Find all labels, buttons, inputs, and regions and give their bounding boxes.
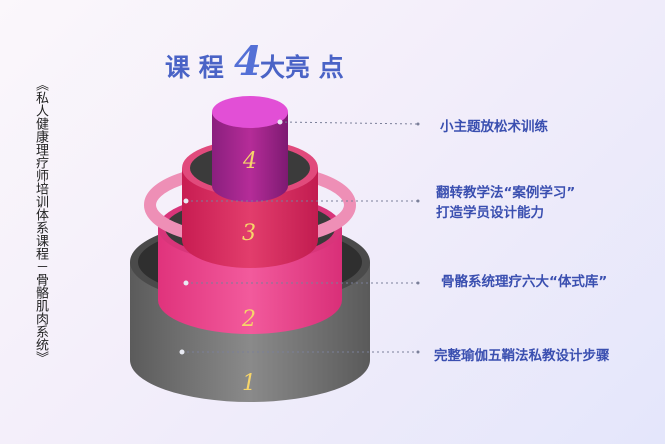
tier-4-label: 小主题放松术训练: [440, 119, 548, 135]
tier-1-dot: [179, 349, 185, 355]
title: 课 程 4 大亮 点: [165, 38, 375, 85]
title-suffix: 大亮 点: [260, 53, 344, 82]
tier-1-label: 完整瑜伽五鞘法私教设计步骤: [434, 348, 610, 364]
tier-4-connector: [279, 121, 419, 125]
course-series-caption: 《私人健康理疗师培训体系课程－骨骼肌肉系统》: [33, 78, 48, 364]
title-prefix: 课 程: [165, 53, 224, 82]
tier-2-dot: [183, 280, 189, 286]
tier-1-number: 1: [242, 371, 256, 396]
tier-3-number: 3: [242, 221, 256, 246]
tier-3-label-line2: 打造学员设计能力: [436, 205, 544, 221]
tier-3-label-line1: 翻转教学法“案例学习”: [436, 185, 576, 201]
tier-4-dot: [277, 119, 283, 125]
tier-2-number: 2: [241, 307, 256, 332]
title-number: 4: [234, 38, 262, 85]
tier-4: 4: [212, 96, 288, 202]
tier-4-number: 4: [242, 149, 257, 174]
tier-3-dot: [183, 198, 189, 204]
tier-2-label: 骨骼系统理疗六大“体式库”: [441, 274, 608, 290]
